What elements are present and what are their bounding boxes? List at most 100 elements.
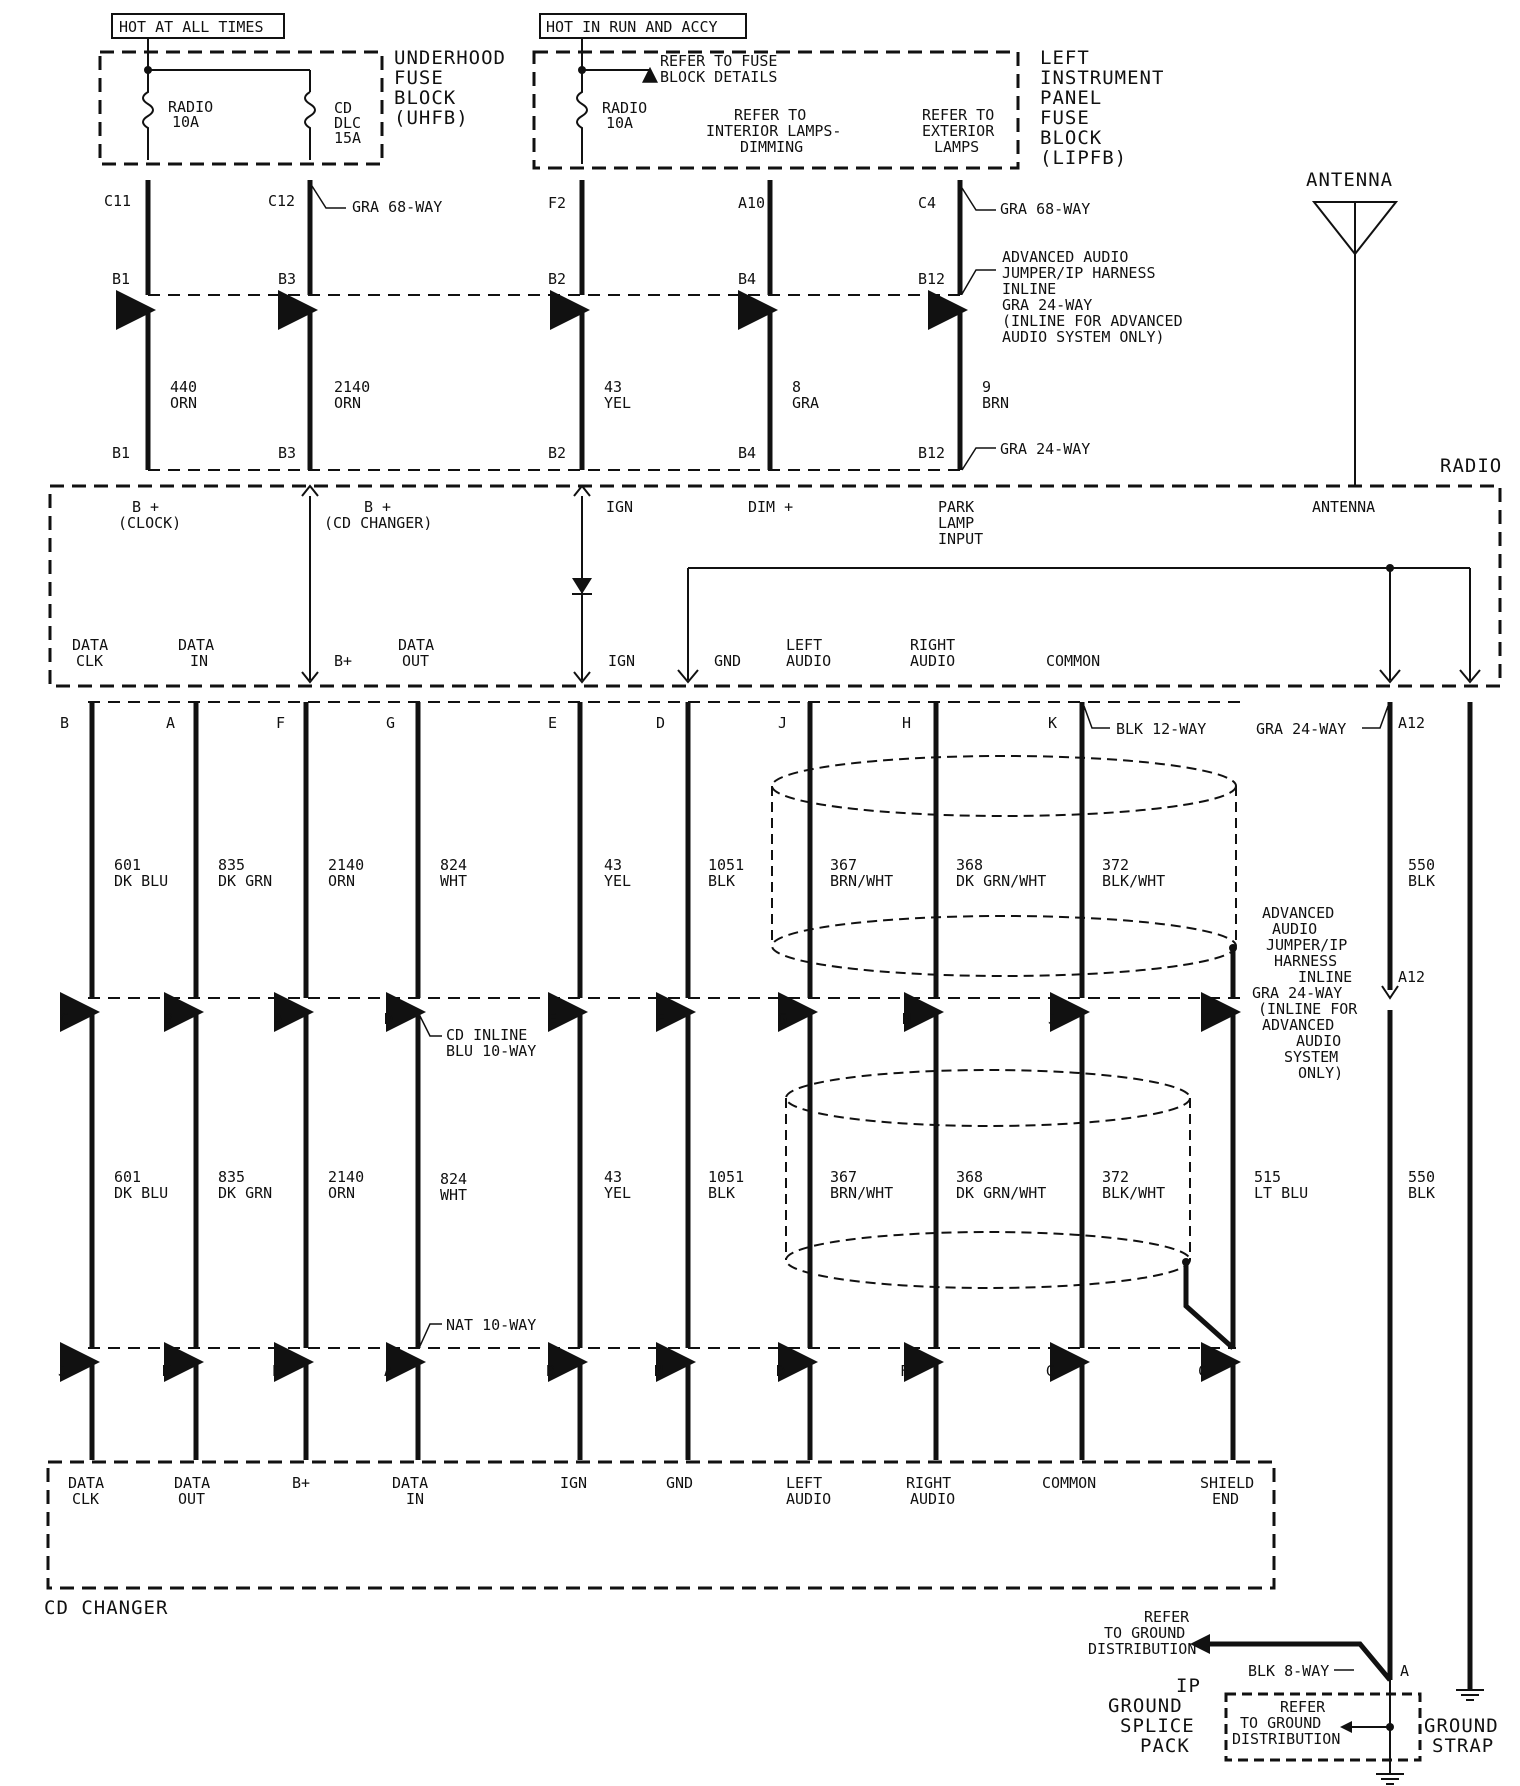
svg-text:END: END [1212,1490,1239,1508]
svg-text:B3: B3 [278,444,296,462]
svg-text:ADVANCED: ADVANCED [1262,904,1334,922]
svg-text:B +: B + [364,498,391,516]
svg-text:B: B [546,1362,555,1380]
arrow-left-icon [1190,1634,1210,1654]
svg-text:C12: C12 [268,192,295,210]
svg-text:REFER TO: REFER TO [922,106,994,124]
svg-text:RADIO: RADIO [602,99,647,117]
diode-icon [572,578,592,594]
svg-text:FUSE: FUSE [1040,107,1090,129]
svg-text:368: 368 [956,1168,983,1186]
svg-text:DATA: DATA [178,636,214,654]
svg-text:835: 835 [218,1168,245,1186]
svg-text:HARNESS: HARNESS [1274,952,1337,970]
svg-text:BLK: BLK [1408,1184,1435,1202]
svg-text:RADIO: RADIO [168,98,213,116]
svg-text:NAT 10-WAY: NAT 10-WAY [446,1316,536,1334]
svg-text:C4: C4 [918,194,936,212]
svg-text:REFER TO: REFER TO [734,106,806,124]
fuse-radio-10a-icon [142,70,154,160]
svg-text:E: E [548,714,557,732]
svg-text:B12: B12 [918,444,945,462]
svg-text:PACK: PACK [1140,1735,1190,1757]
svg-text:JUMPER/IP: JUMPER/IP [1266,936,1347,954]
svg-text:EXTERIOR: EXTERIOR [922,122,995,140]
svg-text:LEFT: LEFT [786,636,822,654]
svg-text:B: B [60,714,69,732]
svg-text:A: A [384,1362,393,1380]
svg-text:INPUT: INPUT [938,530,983,548]
svg-text:D: D [384,1010,393,1028]
svg-text:367: 367 [830,1168,857,1186]
ground-section: REFER TO GROUND DISTRIBUTION BLK 8-WAY A… [1088,1608,1498,1785]
svg-text:43: 43 [604,856,622,874]
svg-text:GRA 24-WAY: GRA 24-WAY [1002,296,1092,314]
svg-text:GROUND: GROUND [1108,1695,1183,1717]
svg-text:B1: B1 [112,444,130,462]
svg-text:CD INLINE: CD INLINE [446,1026,527,1044]
header-hot-in-run-accy: HOT IN RUN AND ACCY [539,13,747,39]
svg-text:ANTENNA: ANTENNA [1312,498,1375,516]
shield-ellipse-bottom [785,1069,1191,1127]
svg-text:B12: B12 [918,270,945,288]
top-wires: C11 C12 F2 A10 C4 B1 B3 B2 B4 B12 B1 B3 … [104,180,1183,471]
svg-text:AUDIO: AUDIO [1296,1032,1341,1050]
shield-ellipse-top [771,755,1237,817]
antenna-icon: ANTENNA [1306,169,1399,474]
svg-text:(UHFB): (UHFB) [394,107,469,129]
svg-text:ORN: ORN [170,394,197,412]
svg-text:A12: A12 [1398,968,1425,986]
svg-text:(LIPFB): (LIPFB) [1040,147,1127,169]
svg-text:PARK: PARK [938,498,974,516]
svg-text:DIMMING: DIMMING [740,138,803,156]
svg-text:2140: 2140 [328,1168,364,1186]
svg-text:C: C [60,1010,69,1028]
svg-text:(CD CHANGER): (CD CHANGER) [324,514,432,532]
svg-text:BLK: BLK [708,1184,735,1202]
svg-text:COMMON: COMMON [1046,652,1100,670]
svg-text:DK BLU: DK BLU [114,872,168,890]
svg-text:(INLINE FOR ADVANCED: (INLINE FOR ADVANCED [1002,312,1183,330]
svg-text:835: 835 [218,856,245,874]
svg-text:GRA: GRA [792,394,819,412]
svg-text:WHT: WHT [440,872,467,890]
svg-text:AUDIO: AUDIO [910,652,955,670]
svg-text:TO GROUND: TO GROUND [1240,1714,1321,1732]
svg-text:K: K [162,1362,171,1380]
svg-text:H: H [902,1010,911,1028]
svg-text:G: G [778,1010,787,1028]
svg-text:OUT: OUT [178,1490,205,1508]
svg-text:367: 367 [830,856,857,874]
svg-text:INLINE: INLINE [1298,968,1352,986]
svg-text:DATA: DATA [68,1474,104,1492]
svg-text:DATA: DATA [398,636,434,654]
svg-text:BLU 10-WAY: BLU 10-WAY [446,1042,536,1060]
svg-text:9: 9 [982,378,991,396]
svg-text:CD CHANGER: CD CHANGER [44,1597,168,1619]
svg-text:INLINE: INLINE [1002,280,1056,298]
svg-text:B2: B2 [548,270,566,288]
svg-text:ORN: ORN [328,1184,355,1202]
svg-text:BLK 8-WAY: BLK 8-WAY [1248,1662,1329,1680]
svg-text:F: F [656,1010,665,1028]
svg-text:DK BLU: DK BLU [114,1184,168,1202]
svg-text:LEFT: LEFT [786,1474,822,1492]
svg-text:G: G [386,714,395,732]
svg-text:43: 43 [604,1168,622,1186]
svg-text:GRA 24-WAY: GRA 24-WAY [1000,440,1090,458]
svg-text:DLC: DLC [334,114,361,132]
svg-text:RIGHT: RIGHT [906,1474,951,1492]
svg-text:INSTRUMENT: INSTRUMENT [1040,67,1164,89]
svg-text:AUDIO: AUDIO [786,652,831,670]
svg-text:B3: B3 [278,270,296,288]
radio-module: RADIO B + (CLOCK) B + (CD CHANGER) IGN D… [48,455,1502,688]
svg-text:2140: 2140 [334,378,370,396]
svg-text:B2: B2 [548,444,566,462]
svg-text:BLK/WHT: BLK/WHT [1102,1184,1165,1202]
svg-text:SYSTEM: SYSTEM [1284,1048,1338,1066]
svg-text:B: B [164,1010,173,1028]
svg-text:YEL: YEL [604,1184,631,1202]
svg-text:DK GRN: DK GRN [218,872,272,890]
svg-text:WHT: WHT [440,1186,467,1204]
